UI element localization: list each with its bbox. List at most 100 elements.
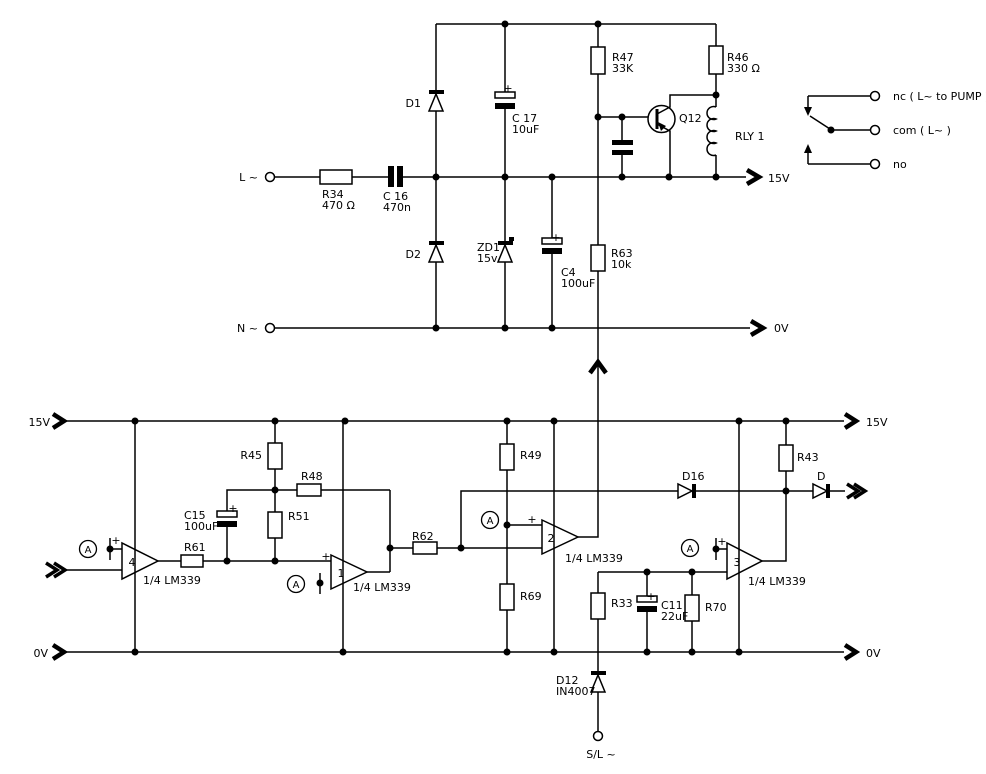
transistor-q12 (647, 104, 676, 134)
label-c11-ref: C11 (661, 599, 683, 612)
label-d12-val: IN4007 (556, 685, 595, 698)
diode-d2 (427, 241, 445, 263)
label-r63-ref: R63 (611, 247, 633, 260)
label-d1: D1 (406, 97, 421, 110)
terminal-circles (264, 90, 881, 742)
resistor-r69 (499, 583, 515, 611)
label-rail-15v-top: 15V (768, 172, 790, 185)
label-r51: R51 (288, 510, 310, 523)
opamp-1 (330, 553, 369, 591)
label-r47-val: 33K (612, 62, 634, 75)
arrow-0v-right (843, 643, 861, 661)
label-r46-val: 330 Ω (727, 62, 760, 75)
resistor-r46 (708, 45, 724, 75)
label-relay-no: no (893, 158, 907, 171)
label-zd1-val: 15v (477, 252, 498, 265)
relay-arm-arrow-up (804, 144, 812, 153)
plus-c11: + (646, 590, 655, 603)
label-rail-0v-top: 0V (774, 322, 789, 335)
net-a-circle-u3 (680, 538, 700, 558)
resistor-r47 (590, 46, 606, 75)
arrow-15v-top (745, 168, 764, 186)
junction-dots (106, 20, 835, 656)
zener-zd1 (496, 237, 514, 263)
label-opamp1-num: 1 (338, 567, 345, 580)
label-c4-ref: C4 (561, 266, 576, 279)
terminal-sense (592, 730, 604, 742)
label-r43: R43 (797, 451, 819, 464)
arrow-15v-right (843, 412, 861, 430)
label-r47-ref: R47 (612, 51, 634, 64)
label-r70: R70 (705, 601, 727, 614)
label-opamp3-num: 3 (734, 556, 741, 569)
resistor-r62 (412, 541, 438, 555)
diodes (427, 90, 830, 693)
terminal-relay-com (869, 124, 881, 136)
capacitor-c11 (636, 595, 658, 612)
label-r63-val: 10k (611, 258, 632, 271)
label-r34-val: 470 Ω (322, 199, 355, 212)
label-r33: R33 (611, 597, 633, 610)
label-r34-ref: R34 (322, 188, 344, 201)
plus-c15: + (228, 502, 237, 515)
pnp-emitter-arrow (658, 122, 666, 131)
net-a-circle-u2 (480, 510, 500, 530)
label-relay-com: com ( L~ ) (893, 124, 951, 137)
opamp-3 (726, 541, 764, 581)
label-c16-ref: C 16 (383, 190, 408, 203)
terminal-relay-nc (869, 90, 881, 102)
label-r48: R48 (301, 470, 323, 483)
labels: L ~ N ~ S/L ~ 15V 0V 15V 15V 0V 0V nc ( … (28, 51, 986, 761)
opamp-4 (121, 541, 160, 581)
arrow-0v-left (51, 643, 69, 661)
net-a-label: A (293, 580, 300, 591)
net-a-label: A (85, 545, 92, 556)
opamp-2 (541, 518, 580, 556)
diode-d16 (677, 482, 696, 500)
plus-c4: + (551, 231, 560, 244)
flow-arrows (45, 107, 869, 661)
diode-d12 (589, 671, 607, 693)
plus-c17: + (503, 82, 512, 95)
wires (64, 23, 870, 731)
label-rail-0v-left: 0V (33, 647, 48, 660)
terminal-neutral (264, 322, 276, 334)
diode-d-out (812, 482, 830, 500)
label-r46-ref: R46 (727, 51, 749, 64)
capacitor-base (612, 140, 633, 155)
label-r62: R62 (412, 530, 434, 543)
net-a-markers: A A A A (78, 510, 700, 594)
plus-opamp2: + (527, 513, 536, 526)
label-rail-15v-right: 15V (866, 416, 888, 429)
net-a-label: A (687, 544, 694, 555)
label-d16: D16 (682, 470, 704, 483)
label-opamp1-part: 1/4 LM339 (353, 581, 411, 594)
resistor-r70 (684, 594, 700, 622)
label-c15-val: 100uF (184, 520, 218, 533)
capacitor-c15 (216, 510, 238, 527)
plus-opamp4: + (111, 534, 120, 547)
label-c16-val: 470n (383, 201, 411, 214)
resistor-r48 (296, 483, 322, 497)
label-c15-ref: C15 (184, 509, 206, 522)
resistor-r61 (180, 554, 204, 568)
net-a-circle-u1 (286, 574, 306, 594)
input-chevron (45, 561, 69, 579)
label-terminal-neutral: N ~ (237, 322, 258, 335)
resistor-r63 (590, 244, 606, 272)
capacitor-c4 (541, 237, 563, 254)
arrow-up-signal (588, 358, 608, 375)
label-opamp3-part: 1/4 LM339 (748, 575, 806, 588)
label-q12: Q12 (679, 112, 702, 125)
label-r61: R61 (184, 541, 206, 554)
label-zd1-ref: ZD1 (477, 241, 500, 254)
plus-opamp3: + (717, 535, 726, 548)
label-rly1: RLY 1 (735, 130, 765, 143)
terminal-relay-no (869, 158, 881, 170)
resistor-r34 (319, 169, 353, 185)
net-a-circle-u4 (78, 539, 98, 559)
capacitor-c16 (388, 166, 403, 187)
capacitor-c17 (494, 91, 516, 109)
label-d-out: D (817, 470, 825, 483)
